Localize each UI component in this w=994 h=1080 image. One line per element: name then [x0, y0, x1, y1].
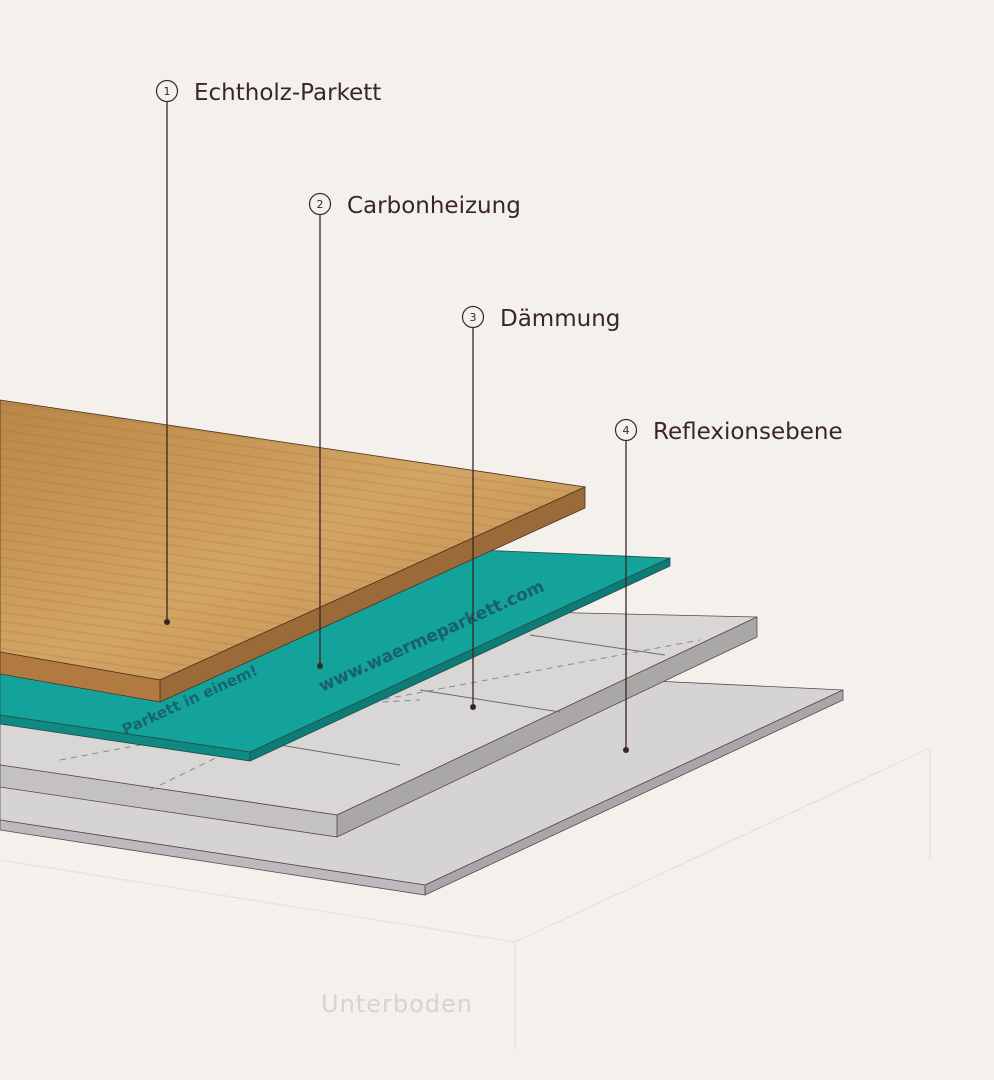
label-2-number: 2	[317, 198, 324, 211]
label-4-number: 4	[623, 424, 630, 437]
wood-parquet-layer	[0, 399, 587, 703]
label-1-number: 1	[164, 85, 171, 98]
label-4: 4 Reflexionsebene	[614, 418, 843, 753]
subfloor-outline	[0, 747, 931, 1050]
label-1-text: Echtholz-Parkett	[194, 80, 381, 106]
label-3: 3 Dämmung	[461, 305, 620, 710]
label-3-text: Dämmung	[500, 306, 620, 332]
label-1: 1 Echtholz-Parkett	[155, 79, 381, 625]
label-2: 2 Carbonheizung	[308, 192, 521, 669]
subfloor-label: Unterboden	[321, 990, 473, 1018]
label-4-text: Reflexionsebene	[653, 419, 843, 445]
label-3-number: 3	[470, 311, 477, 324]
label-2-text: Carbonheizung	[347, 193, 521, 219]
